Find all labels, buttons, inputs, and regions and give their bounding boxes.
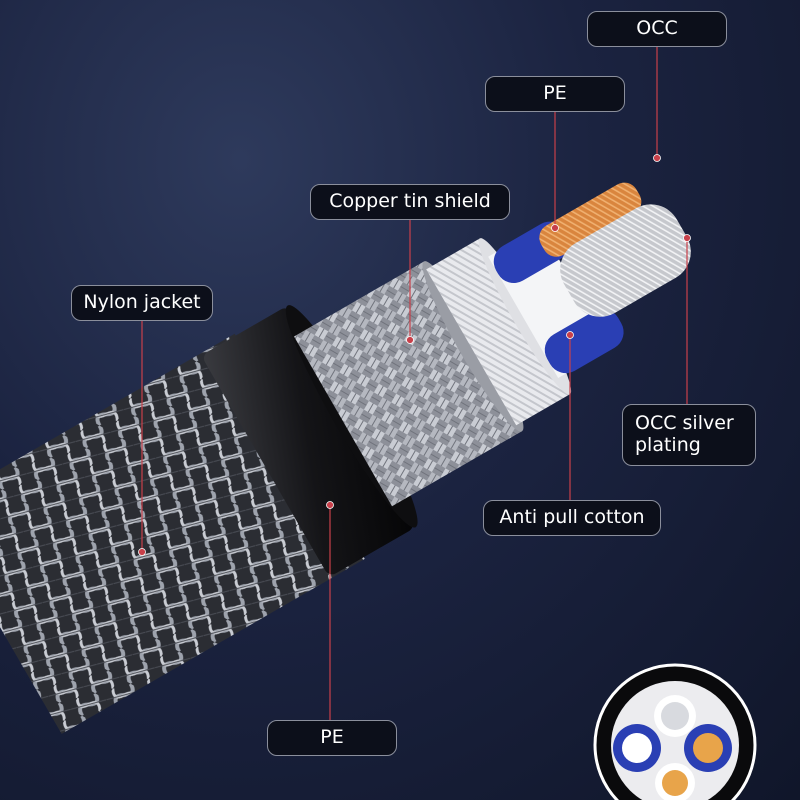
label-copper-tin-shield: Copper tin shield (310, 184, 510, 220)
dot-nylon-jacket (138, 548, 146, 556)
anti-pull-cotton-layer (426, 238, 570, 426)
occ-copper-strands (539, 182, 642, 257)
label-anti-pull-cotton: Anti pull cotton (483, 500, 661, 536)
leader-lines (141, 46, 688, 720)
label-occ-silver-plating: OCC silver plating (622, 404, 756, 466)
dot-anti-pull-cotton (566, 331, 574, 339)
core-blue-inner (622, 733, 652, 763)
label-pe-bottom: PE (267, 720, 397, 756)
core-silver-inner (661, 702, 689, 730)
copper-tin-shield-layer (294, 261, 522, 507)
core-orange-right-inner (693, 733, 723, 763)
dot-occ (653, 154, 661, 162)
dot-occ-silver-plating (683, 234, 691, 242)
leader-dots (138, 154, 691, 556)
label-occ: OCC (587, 11, 727, 47)
dot-pe-bottom (326, 501, 334, 509)
dot-copper-tin-shield (406, 336, 414, 344)
dot-pe-top (551, 224, 559, 232)
cable-layers (0, 182, 691, 734)
label-nylon-jacket: Nylon jacket (71, 285, 213, 321)
label-pe-top: PE (485, 76, 625, 112)
cross-section-inset (593, 663, 757, 800)
pe-jacket-band (204, 308, 413, 575)
core-orange-bottom-inner (662, 770, 688, 796)
blue-pe-core-bottom (544, 308, 624, 374)
occ-silver-strands (560, 204, 691, 317)
